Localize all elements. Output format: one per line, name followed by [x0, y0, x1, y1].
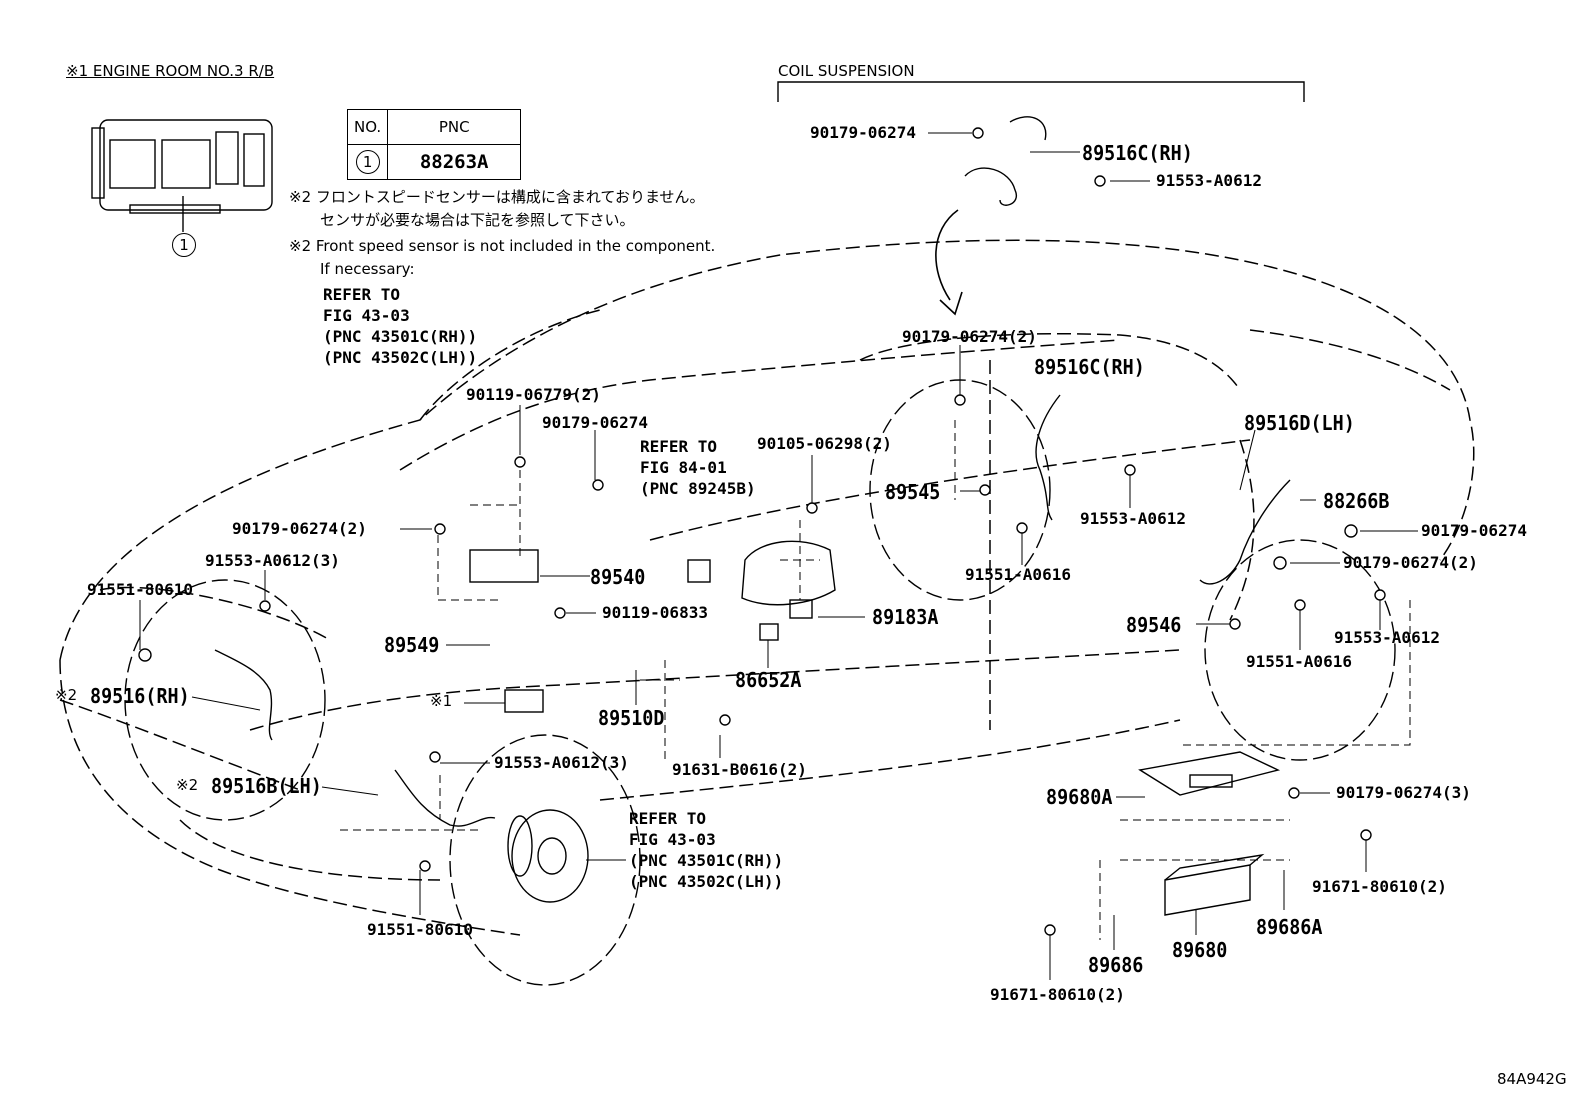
table-row: 1 88263A	[346, 144, 522, 180]
figure-id: 84A942G	[1497, 1070, 1567, 1088]
table-header-no: NO.	[346, 109, 389, 145]
part-label: 90119-06833	[602, 603, 708, 622]
part-label: 89549	[384, 633, 440, 657]
part-label: 90179-06274(2)	[902, 327, 1037, 346]
note-jp-line1: ※2 フロントスピードセンサーは構成に含まれておりません。	[289, 188, 705, 206]
part-label: 89540	[590, 565, 646, 589]
car-body-outline	[59, 239, 1475, 936]
row-no-circle: 1	[355, 150, 380, 174]
part-label: 90179-06274	[810, 123, 916, 142]
part-label: 91553-A0612	[1080, 509, 1186, 528]
part-label: 91551-80610	[87, 580, 193, 599]
refer3-line4: (PNC 43502C(LH))	[629, 872, 784, 891]
table-cell-pnc: 88263A	[387, 144, 522, 180]
refer3-line3: (PNC 43501C(RH))	[629, 851, 784, 870]
part-label: 91551-A0616	[1246, 652, 1352, 671]
wire-harness-lines	[214, 116, 1291, 827]
part-label: 91671-80610(2)	[990, 985, 1125, 1004]
part-label: 88266B	[1323, 489, 1390, 513]
refer2-line1: REFER TO	[640, 437, 718, 456]
note-mark: ※2	[176, 776, 199, 794]
part-label: 89516D(LH)	[1244, 411, 1355, 435]
part-label: 89680A	[1046, 785, 1113, 809]
part-label: 91553-A0612(3)	[205, 551, 340, 570]
part-label: 91553-A0612(3)	[494, 753, 629, 772]
dashed-guides	[340, 420, 1411, 940]
part-label: 89510D	[598, 706, 665, 730]
pnc-table: NO. PNC 1 88263A	[346, 109, 522, 180]
part-label: 90119-06779(2)	[466, 385, 601, 404]
part-label: 89546	[1126, 613, 1182, 637]
bolt-icons	[138, 127, 1386, 936]
coil-suspension-bracket	[777, 81, 1305, 102]
relay-box-note: ※1 ENGINE ROOM NO.3 R/B	[66, 62, 275, 80]
refer1-line2: FIG 43-03	[323, 306, 410, 325]
refer1-line1: REFER TO	[323, 285, 401, 304]
refer3-line1: REFER TO	[629, 809, 707, 828]
part-label: 91631-B0616(2)	[672, 760, 807, 779]
note-en-line2: If necessary:	[320, 260, 415, 278]
sensor-module-icon	[469, 549, 813, 713]
refer1-line3: (PNC 43501C(RH))	[323, 327, 478, 346]
wheel-outlines	[124, 379, 1396, 986]
arrow-icon	[935, 209, 963, 316]
part-label: 90179-06274(3)	[1336, 783, 1471, 802]
table-cell-no: 1	[346, 144, 389, 180]
note-mark: ※1	[430, 692, 453, 710]
leader-lines	[139, 132, 1418, 980]
part-label: 89183A	[872, 605, 939, 629]
note-mark: ※2	[55, 686, 78, 704]
part-label: 90179-06274(2)	[1343, 553, 1478, 572]
part-label: 90179-06274	[542, 413, 648, 432]
part-label: 89686A	[1256, 915, 1323, 939]
part-label: 91553-A0612	[1156, 171, 1262, 190]
refer3-line2: FIG 43-03	[629, 830, 716, 849]
note-jp-line2: センサが必要な場合は下記を参照して下さい。	[320, 211, 635, 229]
refer2-line2: FIG 84-01	[640, 458, 727, 477]
box-callout: 1	[172, 233, 196, 257]
part-label: 89545	[885, 480, 941, 504]
mirror-outline	[741, 540, 836, 606]
table-header-pnc: PNC	[387, 109, 522, 145]
part-label: 89680	[1172, 938, 1228, 962]
refer1-line4: (PNC 43502C(LH))	[323, 348, 478, 367]
ecu-module-icon	[1138, 751, 1281, 916]
callout-circle: 1	[172, 233, 196, 257]
part-label: 90179-06274(2)	[232, 519, 367, 538]
relay-box-icon	[91, 119, 273, 232]
part-label: 91553-A0612	[1334, 628, 1440, 647]
part-label: 91551-80610	[367, 920, 473, 939]
refer2-line3: (PNC 89245B)	[640, 479, 756, 498]
note-en-line1: ※2 Front speed sensor is not included in…	[289, 237, 716, 255]
table-header-row: NO. PNC	[346, 109, 522, 145]
part-label: 89516(RH)	[90, 684, 190, 708]
part-label: 91671-80610(2)	[1312, 877, 1447, 896]
part-label: 89516B(LH)	[211, 774, 322, 798]
part-label: 89516C(RH)	[1034, 355, 1145, 379]
wheel-hub-icon	[507, 809, 589, 903]
part-label: 89516C(RH)	[1082, 141, 1193, 165]
coil-suspension-label: COIL SUSPENSION	[778, 62, 915, 80]
part-label: 91551-A0616	[965, 565, 1071, 584]
part-label: 90179-06274	[1421, 521, 1527, 540]
part-label: 86652A	[735, 668, 802, 692]
part-label: 90105-06298(2)	[757, 434, 892, 453]
part-label: 89686	[1088, 953, 1144, 977]
